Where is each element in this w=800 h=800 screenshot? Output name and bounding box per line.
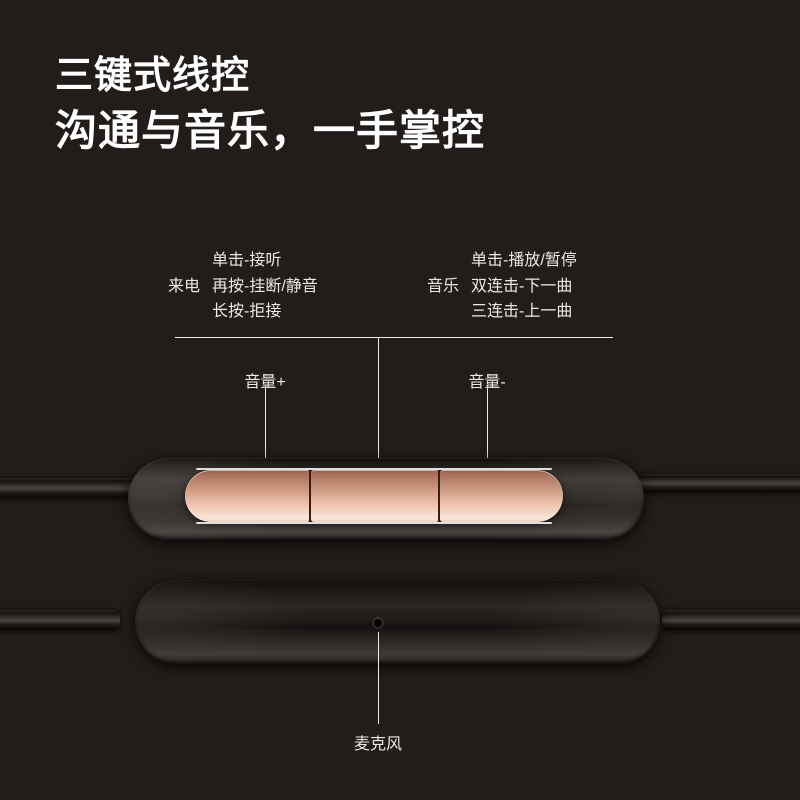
cable-segment-left — [0, 610, 120, 632]
cable-segment-right — [638, 474, 800, 494]
callout-line: 双连击-下一曲 — [471, 277, 573, 295]
three-button-strip — [185, 470, 563, 522]
label-volume-up: 音量+ — [244, 374, 286, 391]
button-strip-highlight-bottom — [196, 522, 552, 524]
leader-line-volume-up — [265, 385, 266, 483]
callout-line: 三连击-上一曲 — [471, 303, 573, 321]
callout-incoming-call-label: 来电 — [168, 277, 201, 295]
callout-incoming-call: 来电 单击-接听 再按-挂断/静音 长按-拒接 — [168, 250, 318, 323]
callout-line: 长按-拒接 — [212, 303, 282, 321]
volume-up-button[interactable] — [185, 470, 312, 522]
headline-line-1: 三键式线控 — [55, 55, 251, 97]
leader-line-microphone — [378, 632, 379, 724]
volume-down-button[interactable] — [439, 470, 563, 522]
page-title: 三键式线控 沟通与音乐，一手掌控 — [55, 53, 655, 157]
label-volume-down: 音量- — [468, 374, 506, 391]
label-microphone: 麦克风 — [353, 736, 403, 753]
callout-music: 音乐 单击-播放/暂停 双连击-下一曲 三连击-上一曲 — [427, 250, 577, 323]
callout-line: 单击-播放/暂停 — [471, 252, 577, 269]
cable-segment-left — [0, 478, 150, 500]
headline-line-2: 沟通与音乐，一手掌控 — [55, 107, 486, 155]
leader-line-bracket — [175, 337, 613, 338]
button-strip-highlight-top — [196, 468, 552, 470]
multifunction-button[interactable] — [311, 470, 440, 522]
callout-line: 再按-挂断/静音 — [212, 277, 318, 295]
remote-control-back-view — [0, 558, 800, 688]
leader-line-volume-down — [487, 385, 488, 483]
leader-line-multifunction — [378, 337, 379, 483]
callout-line: 单击-接听 — [212, 252, 282, 269]
cable-segment-right — [662, 610, 800, 632]
remote-body-back — [135, 580, 660, 664]
callout-music-label: 音乐 — [427, 277, 460, 295]
microphone-hole-icon — [374, 619, 382, 627]
callout-music-lines: 单击-播放/暂停 双连击-下一曲 三连击-上一曲 — [471, 250, 577, 323]
callout-incoming-call-lines: 单击-接听 再按-挂断/静音 长按-拒接 — [212, 250, 318, 323]
